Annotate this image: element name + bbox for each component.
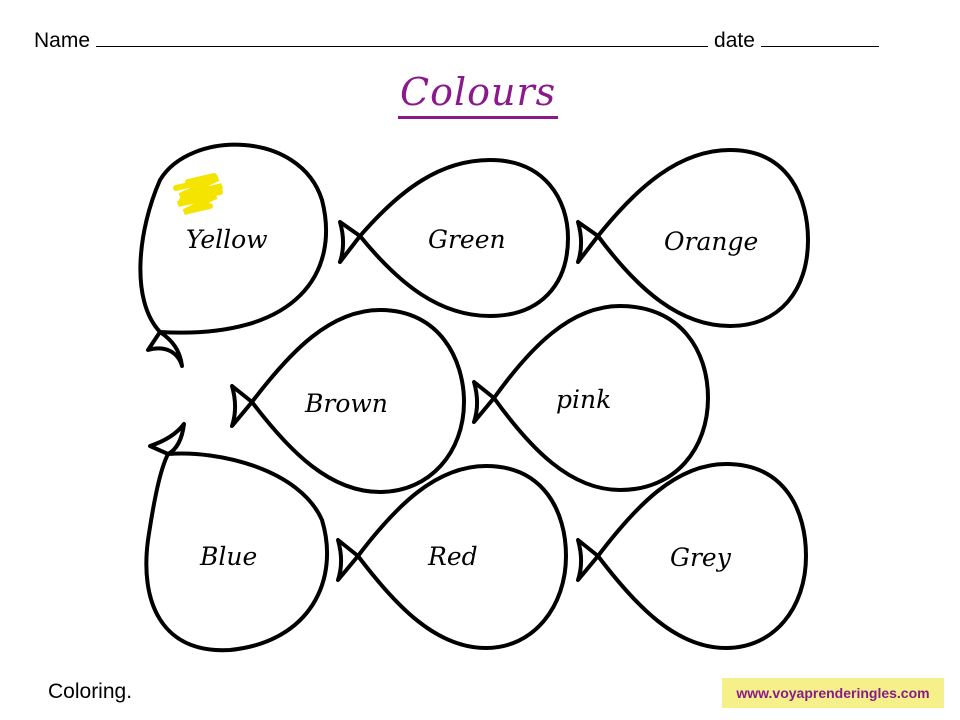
balloon-yellow [138, 142, 328, 335]
balloon-knot-blue [148, 422, 186, 456]
balloon-knot-orange [576, 220, 600, 264]
balloon-knot-red [336, 538, 360, 582]
name-field[interactable] [96, 28, 709, 47]
balloon-green [358, 158, 570, 318]
balloon-label-yellow: Yellow [186, 225, 268, 254]
balloon-grey [596, 462, 808, 650]
balloon-pink [492, 304, 710, 492]
balloon-label-orange: Orange [664, 227, 758, 256]
balloon-label-brown: Brown [304, 389, 388, 418]
date-label: date [714, 29, 755, 52]
balloon-label-blue: Blue [199, 542, 257, 571]
balloon-knot-grey [576, 538, 600, 582]
balloon-knot-yellow [146, 330, 184, 368]
balloon-brown [250, 308, 466, 494]
balloon-blue [144, 451, 330, 653]
date-field[interactable] [760, 28, 879, 47]
yellow-scribble [173, 173, 224, 215]
balloon-label-pink: pink [556, 385, 611, 414]
worksheet-header: Name date [34, 28, 879, 53]
balloon-knot-pink [472, 380, 496, 424]
balloon-label-red: Red [427, 542, 478, 571]
balloon-red [356, 464, 568, 650]
balloon-label-grey: Grey [670, 543, 732, 572]
balloon-knot-green [338, 220, 362, 264]
page-title: Colours [398, 68, 559, 119]
balloon-label-green: Green [428, 225, 506, 254]
balloon-orange [596, 148, 810, 328]
footer-caption: Coloring. [48, 680, 133, 703]
website-link[interactable]: www.voyaprenderingles.com [722, 678, 944, 708]
balloon-knot-brown [230, 384, 254, 428]
name-label: Name [34, 29, 91, 52]
